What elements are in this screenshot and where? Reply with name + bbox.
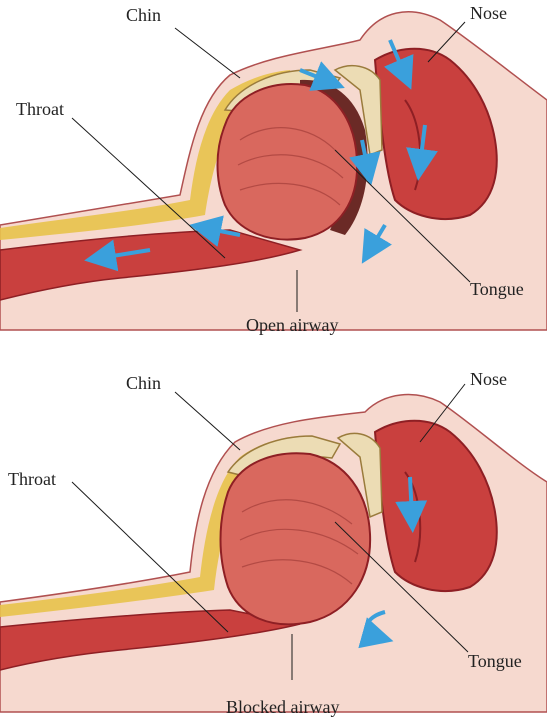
nose-label: Nose bbox=[470, 4, 507, 22]
chin-leader-line bbox=[175, 392, 240, 450]
tongue-label: Tongue bbox=[468, 652, 522, 670]
chin-label: Chin bbox=[126, 6, 161, 24]
chin-label: Chin bbox=[126, 374, 161, 392]
airway-label: Blocked airway bbox=[226, 698, 339, 716]
nose-label: Nose bbox=[470, 370, 507, 388]
open-airway-illustration bbox=[0, 0, 547, 361]
blocked-airway-illustration bbox=[0, 362, 547, 723]
airflow-arrow-icon bbox=[410, 477, 412, 517]
airway-label: Open airway bbox=[246, 316, 338, 334]
tongue-label: Tongue bbox=[470, 280, 524, 298]
blocked-airway-diagram: Chin Nose Throat Tongue Blocked airway bbox=[0, 362, 547, 723]
tongue bbox=[218, 84, 358, 239]
chin-leader-line bbox=[175, 28, 240, 78]
open-airway-diagram: Chin Nose Throat Tongue Open airway bbox=[0, 0, 547, 361]
throat-label: Throat bbox=[8, 470, 56, 488]
throat-label: Throat bbox=[16, 100, 64, 118]
